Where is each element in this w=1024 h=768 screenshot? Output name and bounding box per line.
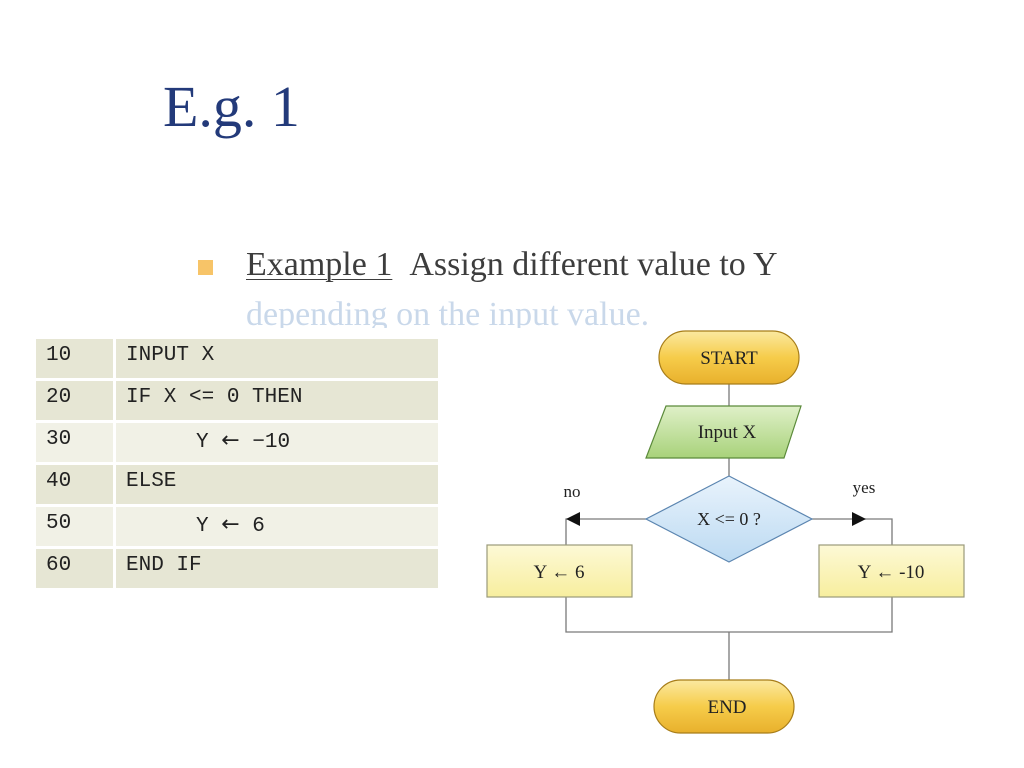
code-text: Y ← −10 bbox=[116, 423, 438, 462]
line-number: 20 bbox=[36, 381, 116, 420]
decision-diamond bbox=[644, 475, 814, 563]
connector-yes-branch bbox=[812, 518, 893, 545]
bullet-square-icon bbox=[198, 260, 213, 275]
code-row: 20 IF X <= 0 THEN bbox=[36, 381, 438, 420]
code-var: Y bbox=[196, 515, 209, 538]
no-branch-label: no bbox=[564, 482, 581, 501]
input-parallelogram bbox=[645, 405, 802, 459]
slide-title: E.g. 1 bbox=[163, 74, 300, 139]
code-text: Y ← 6 bbox=[116, 507, 438, 546]
code-table: 10 INPUT X 20 IF X <= 0 THEN 30 Y ← −10 … bbox=[36, 336, 438, 591]
code-row: 30 Y ← −10 bbox=[36, 423, 438, 462]
start-terminal bbox=[658, 330, 800, 385]
arrow-right-icon bbox=[852, 512, 866, 526]
bullet-text-line2: depending on the input value. bbox=[246, 298, 650, 328]
left-arrow-icon: ← bbox=[221, 428, 240, 453]
line-number: 50 bbox=[36, 507, 116, 546]
code-value: −10 bbox=[252, 431, 291, 454]
line-number: 40 bbox=[36, 465, 116, 504]
end-terminal bbox=[653, 679, 795, 734]
code-row: 60 END IF bbox=[36, 549, 438, 588]
flowchart: START Input X X <= 0 ? no yes Y ← 6 Y ← … bbox=[486, 330, 965, 734]
start-label: START bbox=[700, 348, 758, 369]
line-number: 30 bbox=[36, 423, 116, 462]
code-row: 50 Y ← 6 bbox=[36, 507, 438, 546]
connector-merge bbox=[565, 597, 893, 633]
code-row: 10 INPUT X bbox=[36, 339, 438, 378]
yes-branch-label: yes bbox=[853, 478, 876, 497]
code-text: IF X <= 0 THEN bbox=[116, 381, 438, 420]
code-text: ELSE bbox=[116, 465, 438, 504]
code-var: Y bbox=[196, 431, 209, 454]
code-text: INPUT X bbox=[116, 339, 438, 378]
line-number: 10 bbox=[36, 339, 116, 378]
input-label: Input X bbox=[698, 422, 757, 443]
end-label: END bbox=[707, 697, 746, 718]
process-box-no bbox=[486, 544, 633, 598]
decision-label: X <= 0 ? bbox=[697, 509, 761, 529]
bullet-text-line1: Assign different value to Y bbox=[409, 246, 778, 283]
example-link[interactable]: Example 1 bbox=[246, 246, 393, 283]
code-row: 40 ELSE bbox=[36, 465, 438, 504]
code-value: 6 bbox=[252, 515, 265, 538]
arrow-left-icon bbox=[566, 512, 580, 526]
bullet-text: Example 1 Assign different value to Y bbox=[246, 248, 778, 282]
left-arrow-icon: ← bbox=[221, 512, 240, 537]
process-yes-label: Y ← -10 bbox=[858, 562, 925, 583]
code-text: END IF bbox=[116, 549, 438, 588]
process-no-label: Y ← 6 bbox=[533, 562, 584, 583]
line-number: 60 bbox=[36, 549, 116, 588]
process-box-yes bbox=[818, 544, 965, 598]
